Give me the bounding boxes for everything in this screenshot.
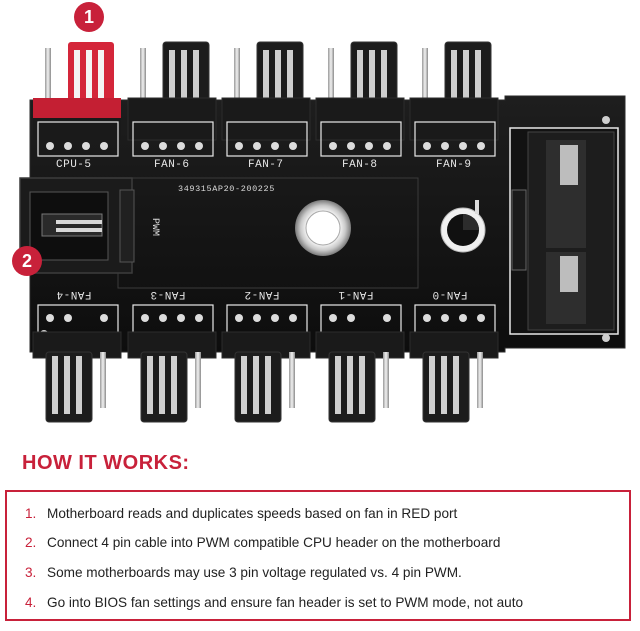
- fan-hub-board-illustration: [19, 41, 626, 423]
- label-fan-6: FAN-6: [154, 159, 190, 171]
- sata-power-connector: [509, 127, 619, 335]
- top-connectors: [33, 41, 499, 141]
- step-text: Go into BIOS fan settings and ensure fan…: [47, 595, 524, 610]
- step-text: Some motherboards may use 3 pin voltage …: [47, 565, 462, 580]
- steps-box: 1. Motherboard reads and duplicates speed…: [5, 490, 631, 621]
- step-number: 2.: [25, 535, 37, 550]
- step-2: 2. Connect 4 pin cable into PWM compatibl…: [25, 535, 500, 550]
- step-number: 3.: [25, 565, 37, 580]
- step-3: 3. Some motherboards may use 3 pin voltag…: [25, 565, 462, 580]
- label-fan-1: FAN-1: [338, 288, 374, 300]
- how-it-works-heading: HOW IT WORKS:: [22, 452, 190, 474]
- step-1: 1. Motherboard reads and duplicates speed…: [25, 506, 457, 521]
- label-fan-8: FAN-8: [342, 159, 378, 171]
- step-number: 1.: [25, 506, 37, 521]
- label-fan-3: FAN-3: [150, 288, 186, 300]
- label-fan-7: FAN-7: [248, 159, 284, 171]
- label-fan-2: FAN-2: [244, 288, 280, 300]
- step-text: Connect 4 pin cable into PWM compatible …: [47, 535, 501, 550]
- step-number: 4.: [25, 595, 37, 610]
- capacitor: [440, 200, 486, 253]
- step-text: Motherboard reads and duplicates speeds …: [47, 506, 458, 521]
- callout-badge-1: 1: [74, 2, 104, 32]
- label-fan-4: FAN-4: [56, 288, 92, 300]
- bottom-connectors: [32, 331, 499, 423]
- callout-badge-2: 2: [12, 246, 42, 276]
- step-4: 4. Go into BIOS fan settings and ensure f…: [25, 595, 523, 610]
- label-cpu-5: CPU-5: [56, 159, 92, 171]
- pwm-label: PWM: [149, 218, 160, 237]
- board-serial-number: 349315AP20-200225: [178, 184, 275, 194]
- product-photo: CPU-5 FAN-6 FAN-7 FAN-8 FAN-9 FAN-4 FAN-…: [12, 2, 626, 423]
- label-fan-9: FAN-9: [436, 159, 472, 171]
- label-fan-0: FAN-0: [432, 288, 468, 300]
